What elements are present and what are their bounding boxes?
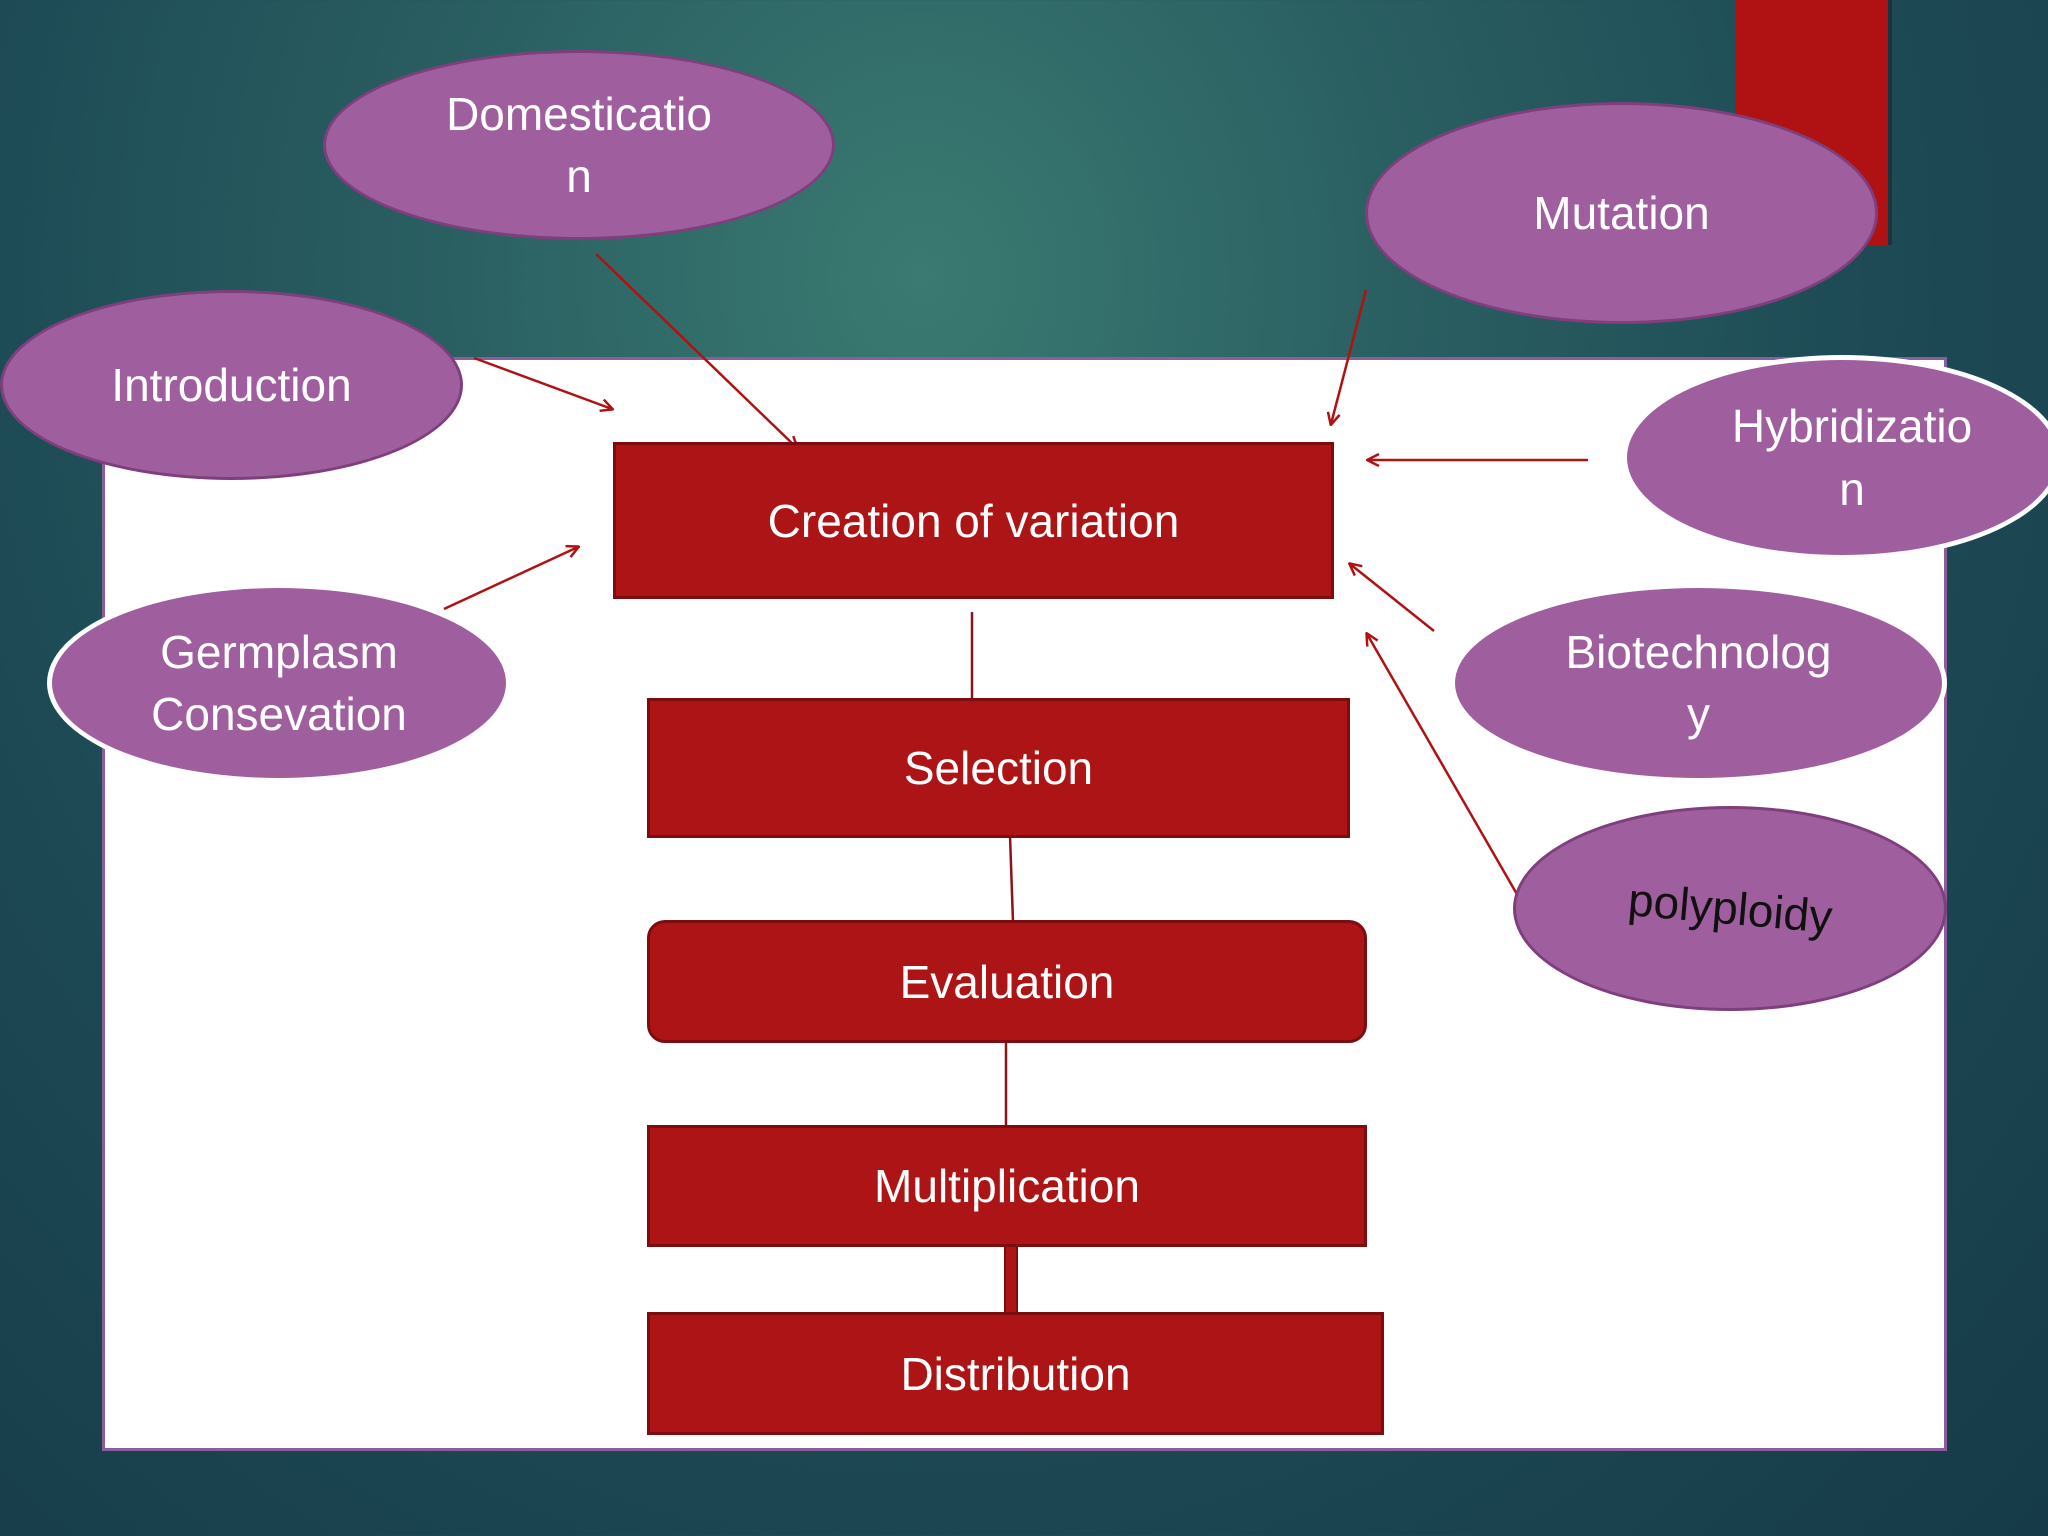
arrow-domestication xyxy=(595,253,797,448)
step-evaluation: Evaluation xyxy=(647,920,1367,1043)
step-selection: Selection xyxy=(647,698,1350,838)
step-creation-of-variation: Creation of variation xyxy=(613,442,1334,599)
oval-hybridization-label: Hybridizatio n xyxy=(1731,400,1973,515)
oval-domestication-label: Domesticatio n xyxy=(446,87,712,202)
arrow-polyploidy xyxy=(1367,634,1520,897)
step-distribution: Distribution xyxy=(647,1312,1384,1435)
arrow-mutation xyxy=(1331,289,1368,424)
oval-biotechnology: Biotechnolog y xyxy=(1450,583,1947,783)
connector-selection-evaluation xyxy=(1008,835,1015,923)
oval-biotechnology-label: Biotechnolog y xyxy=(1565,625,1832,740)
oval-introduction: Introduction xyxy=(0,290,463,480)
oval-mutation-label: Mutation xyxy=(1533,186,1710,239)
oval-introduction-label: Introduction xyxy=(111,358,352,411)
oval-domestication: Domesticatio n xyxy=(323,50,835,240)
arrow-biotechnology xyxy=(1350,564,1435,632)
arrow-introduction xyxy=(473,356,612,409)
oval-polyploidy-label: polyploidy xyxy=(1625,873,1835,944)
oval-germplasm-conservation: Germplasm Consevation xyxy=(47,583,511,783)
oval-polyploidy: polyploidy xyxy=(1513,806,1947,1011)
step-multiplication: Multiplication xyxy=(647,1125,1367,1247)
oval-mutation: Mutation xyxy=(1365,102,1878,324)
arrow-germplasm xyxy=(443,547,578,611)
oval-hybridization: Hybridizatio n xyxy=(1622,355,2048,560)
oval-germplasm-label: Germplasm Consevation xyxy=(151,625,407,740)
